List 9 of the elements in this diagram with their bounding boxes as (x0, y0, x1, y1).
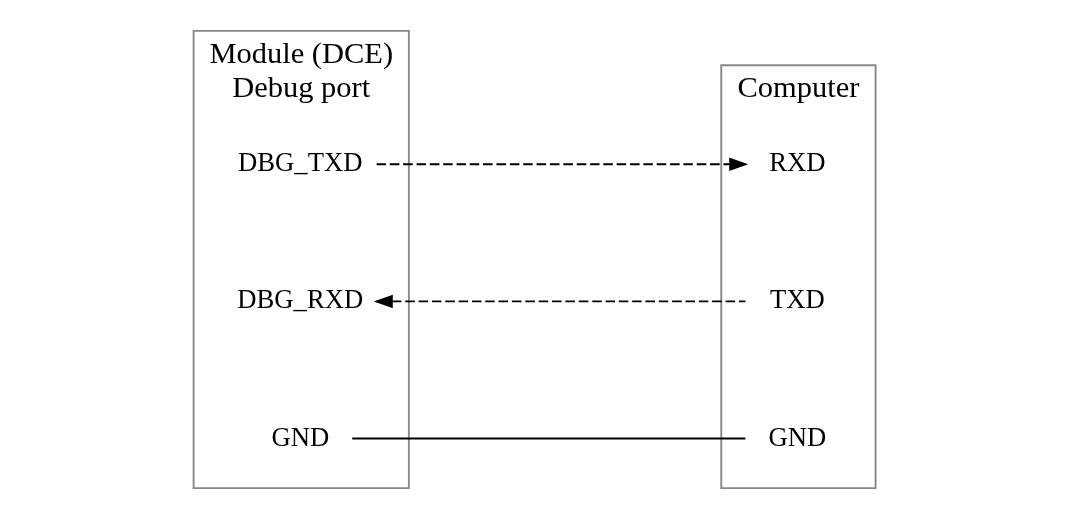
arrow (375, 157, 749, 171)
node-text: DBG_TXD (238, 147, 363, 178)
node-text: GND (271, 421, 330, 452)
node-text: RXD (769, 147, 826, 178)
node-text: TXD (770, 284, 825, 315)
node-text: DBG_RXD (237, 284, 364, 315)
node-text: GND (768, 421, 827, 452)
arrow (373, 294, 747, 309)
connector (351, 437, 747, 440)
